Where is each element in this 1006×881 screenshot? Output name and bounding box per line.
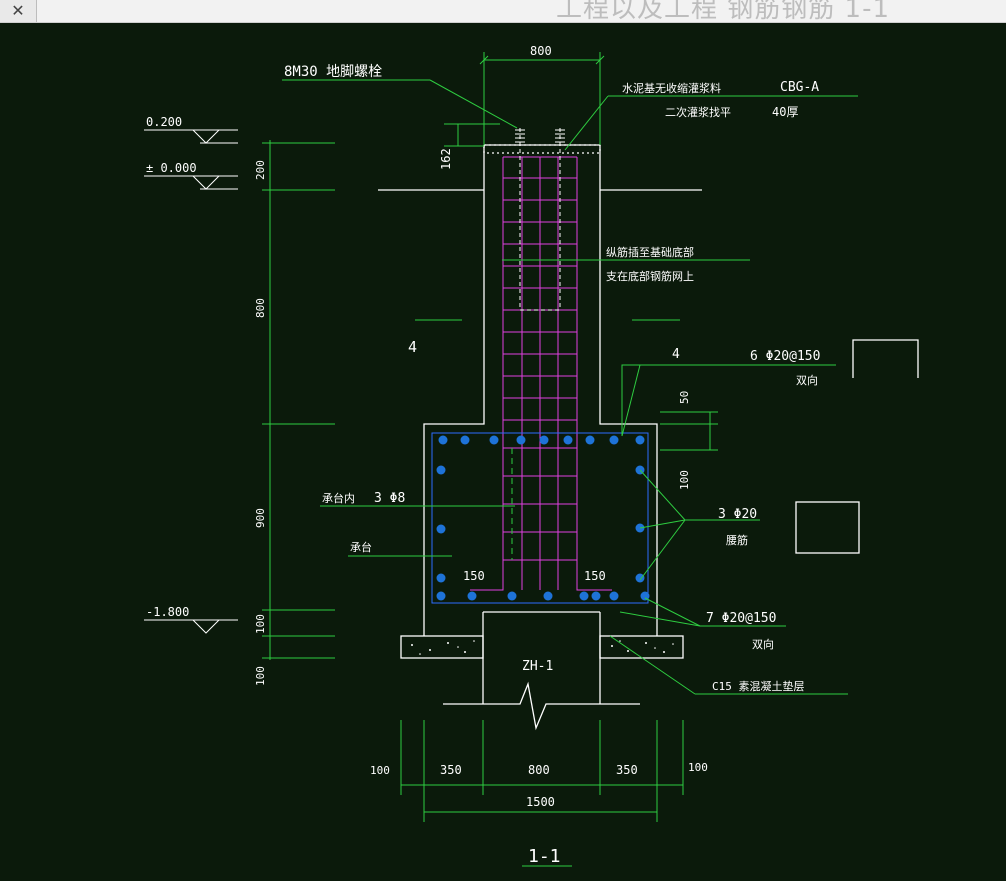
bottom-dim-350-left: 350 — [440, 763, 462, 777]
dim-200: 200 — [254, 160, 267, 180]
bottom-rebar-label: 7 Φ20@150 — [706, 611, 776, 626]
elevation-top: 0.200 — [146, 115, 182, 129]
foundation-section-drawing[interactable]: 800 8M30 地脚螺栓 水泥基无收缩灌浆料 CBG-A 二次灌浆找平 40厚… — [0, 22, 1006, 881]
inner-stirrup-rebar: 3 Φ8 — [374, 491, 405, 506]
rebar-dot — [585, 435, 595, 445]
anchor-length-left: 150 — [463, 569, 485, 583]
dim-100-a: 100 — [254, 614, 267, 634]
grout-grade-label: CBG-A — [780, 80, 819, 95]
rebar-dot — [609, 435, 619, 445]
dim-162: 162 — [439, 148, 453, 170]
rebar-dot — [635, 573, 645, 583]
dim-900: 900 — [254, 508, 267, 528]
rebar-dot — [436, 591, 446, 601]
elevation-zero: ± 0.000 — [146, 161, 197, 175]
dim-800: 800 — [254, 298, 267, 318]
pedestal-rebar-mesh — [470, 156, 612, 591]
rebar-dot — [436, 524, 446, 534]
rebar-dot — [436, 573, 446, 583]
dim-50: 50 — [678, 391, 691, 404]
concrete-outline — [378, 144, 919, 731]
rebar-dot — [507, 591, 517, 601]
rebar-dot — [543, 591, 553, 601]
rebar-dot — [635, 435, 645, 445]
anchor-bolts — [515, 128, 565, 311]
rebar-dot — [609, 591, 619, 601]
bottom-dim-100-right: 100 — [688, 761, 708, 774]
cushion-hatch — [411, 640, 674, 655]
dim-100-b: 100 — [254, 666, 267, 686]
cap-rebar-dots — [436, 435, 650, 601]
pile-label: ZH-1 — [522, 659, 553, 674]
close-button[interactable]: ✕ — [0, 0, 37, 22]
elevation-bottom: -1.800 — [146, 605, 189, 619]
rebar-note-2: 支在底部钢筋网上 — [606, 269, 694, 283]
waist-rebar-name: 腰筋 — [726, 533, 748, 547]
waist-rebar-label: 3 Φ20 — [718, 507, 757, 522]
rebar-dot — [436, 465, 446, 475]
anchor-bolt-label: 8M30 地脚螺栓 — [284, 64, 382, 80]
secondary-grout-label: 二次灌浆找平 — [665, 105, 731, 119]
bottom-dim-800: 800 — [528, 763, 550, 777]
cushion-note: C15 素混凝土垫层 — [712, 679, 805, 693]
rebar-dot — [438, 435, 448, 445]
rebar-note-1: 纵筋插至基础底部 — [606, 245, 694, 259]
rebar-dot — [516, 435, 526, 445]
title-bar: ✕ 工程以及工程 钢筋钢筋 1-1 — [0, 0, 1006, 23]
rebar-dot — [563, 435, 573, 445]
rebar-dot — [591, 591, 601, 601]
window-title: 工程以及工程 钢筋钢筋 1-1 — [556, 0, 890, 23]
section-marker-left: 4 — [408, 338, 417, 356]
grout-material-label: 水泥基无收缩灌浆料 — [622, 81, 721, 95]
rebar-dot — [489, 435, 499, 445]
bottom-dim-350-right: 350 — [616, 763, 638, 777]
section-marker-right: 4 — [672, 347, 680, 362]
cap-label: 承台 — [350, 540, 372, 554]
anchor-length-right: 150 — [584, 569, 606, 583]
leader-lines — [282, 79, 858, 695]
rebar-dot — [467, 591, 477, 601]
rebar-dot — [640, 591, 650, 601]
elevation-markers — [144, 129, 238, 634]
section-title: 1-1 — [528, 846, 561, 867]
dim-top-800: 800 — [530, 44, 552, 58]
dim-100-right: 100 — [678, 470, 691, 490]
bottom-dim-100-left: 100 — [370, 764, 390, 777]
mesh-rebar-label: 6 Φ20@150 — [750, 349, 820, 364]
drawing-labels: 800 8M30 地脚螺栓 水泥基无收缩灌浆料 CBG-A 二次灌浆找平 40厚… — [146, 44, 820, 867]
cap-stirrup — [431, 432, 649, 604]
bottom-rebar-direction: 双向 — [752, 637, 774, 651]
mesh-direction-label: 双向 — [796, 373, 818, 387]
dimension-lines — [262, 52, 718, 867]
inner-stirrup-label: 承台内 — [322, 491, 355, 505]
bottom-dim-1500: 1500 — [526, 795, 555, 809]
rebar-dot — [579, 591, 589, 601]
rebar-dot — [460, 435, 470, 445]
grout-thickness-label: 40厚 — [772, 105, 798, 119]
rebar-dot — [539, 435, 549, 445]
